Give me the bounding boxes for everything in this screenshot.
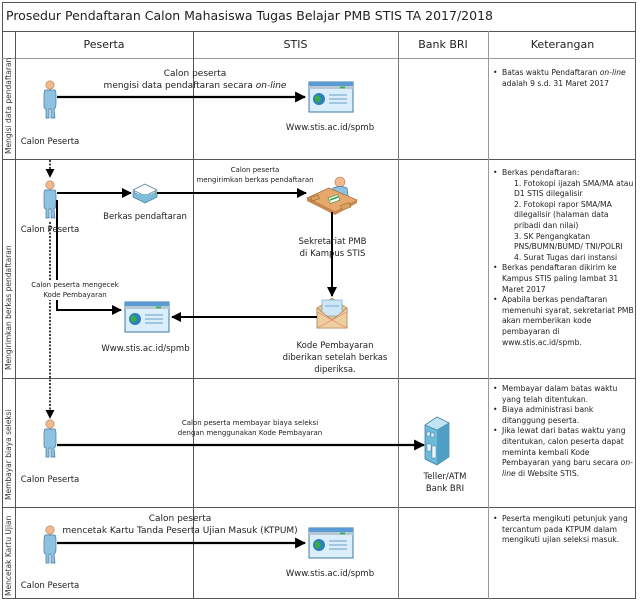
note-subitem: 3. SK Pengangkatan PNS/BUMN/BUMD/ TNI/PO…	[514, 231, 623, 252]
kode-pembayaran-label: Kode Pembayaran diberikan setelah berkas…	[280, 340, 390, 376]
row1-arrow-caption: Calon peserta mengisi data pendaftaran s…	[95, 68, 295, 92]
sekretariat-label: Sekretariat PMB di Kampus STIS	[290, 236, 375, 260]
title-divider	[2, 31, 636, 32]
column-divider-bank-keterangan	[488, 31, 489, 599]
website-icon-row2	[124, 301, 170, 333]
row1-caption-text: mengisi data pendaftaran secara	[103, 81, 256, 91]
person-icon-row3	[43, 419, 57, 458]
row1-caption-online: on-line	[255, 81, 287, 91]
note-subitem: 4. Surat Tugas dari instansi	[514, 252, 618, 262]
document-stack-icon	[132, 183, 158, 204]
notes-row2: Berkas pendaftaran: 1. Fotokopi ijazah S…	[492, 168, 634, 348]
sekretariat-desk-icon	[306, 176, 358, 215]
note-item: Membayar dalam batas waktu yang telah di…	[493, 384, 634, 405]
row2-arrow-caption: Calon peserta mengirimkan berkas pendaft…	[180, 165, 330, 185]
document-label: Berkas pendaftaran	[103, 212, 187, 222]
person-icon-row1	[43, 80, 57, 119]
bank-label-line1: Teller/ATM	[423, 472, 467, 482]
person-icon-row2	[43, 180, 57, 219]
column-header-peserta: Peserta	[83, 38, 125, 51]
kode-label-line2: diberikan setelah berkas	[282, 353, 388, 363]
row3-caption-line1: Calon peserta membayar biaya seleksi	[181, 419, 319, 427]
website-icon-row4	[308, 527, 354, 559]
notes-row3: Membayar dalam batas waktu yang telah di…	[492, 384, 634, 479]
row3-caption-line2: dengan menggunakan Kode Pembayaran	[177, 429, 323, 437]
label-column-divider	[15, 31, 16, 599]
bank-label: Teller/ATM Bank BRI	[410, 471, 480, 495]
row2-caption-line2: mengirimkan berkas pendaftaran	[196, 176, 314, 184]
kode-label-line3: diperiksa.	[314, 365, 356, 375]
note-item: Berkas pendaftaran dikirim ke Kampus STI…	[493, 263, 634, 295]
row-divider-1	[2, 159, 636, 160]
person-icon-row4	[43, 525, 57, 564]
actor-label-row3: Calon Peserta	[20, 475, 80, 485]
sekretariat-label-line2: di Kampus STIS	[299, 249, 366, 259]
note-text: Berkas pendaftaran:	[502, 168, 580, 177]
envelope-icon	[316, 297, 348, 329]
row1-caption-line1: Calon peserta	[163, 69, 227, 79]
website-label-row4: Www.stis.ac.id/spmb	[285, 569, 375, 579]
website-label-row1: Www.stis.ac.id/spmb	[285, 123, 375, 133]
website-label-row2: Www.stis.ac.id/spmb	[101, 344, 190, 354]
column-divider-stis-bank	[398, 31, 399, 599]
notes-row1: Batas waktu Pendaftaran on-line adalah 9…	[492, 68, 632, 89]
column-header-stis: STIS	[283, 38, 308, 51]
note-item: Peserta mengikuti petunjuk yang tercantu…	[493, 514, 634, 546]
notes-row4: Peserta mengikuti petunjuk yang tercantu…	[492, 514, 634, 546]
website-icon-row1	[308, 81, 354, 113]
row4-caption-line1: Calon peserta	[148, 514, 212, 524]
note-item: Batas waktu Pendaftaran on-line adalah 9…	[493, 68, 632, 89]
note-subitem: 1. Fotokopi ijazah SMA/MA atau D1 STIS d…	[514, 178, 634, 199]
diagram-title: Prosedur Pendaftaran Calon Mahasiswa Tug…	[6, 8, 493, 23]
row4-caption-line2: mencetak Kartu Tanda Peserta Ujian Masuk…	[62, 526, 298, 536]
note-item: Berkas pendaftaran: 1. Fotokopi ijazah S…	[493, 168, 634, 263]
sekretariat-label-line1: Sekretariat PMB	[298, 237, 367, 247]
note-item: Biaya administrasi bank ditanggung peser…	[493, 405, 634, 426]
row3-arrow-caption: Calon peserta membayar biaya seleksi den…	[165, 418, 335, 438]
bank-building-icon	[424, 416, 450, 466]
arrow-person-check-website	[56, 299, 122, 315]
row-divider-2	[2, 378, 636, 379]
bank-label-line2: Bank BRI	[425, 484, 465, 494]
row4-arrow-caption: Calon peserta mencetak Kartu Tanda Peser…	[60, 513, 300, 537]
note-subitem: 2. Fotokopi rapor SMA/MA dilegalisir (ha…	[514, 199, 612, 230]
kode-label-line1: Kode Pembayaran	[296, 341, 374, 351]
check-caption-line2: Kode Pembayaran	[43, 291, 107, 299]
actor-label-row4: Calon Peserta	[20, 581, 80, 591]
column-header-bank-bri: Bank BRI	[418, 38, 468, 51]
check-kode-caption: Calon peserta mengecek Kode Pembayaran	[30, 280, 120, 300]
note-item: Apabila berkas pendaftaran memenuhi syar…	[493, 295, 634, 348]
actor-label-row1: Calon Peserta	[20, 137, 80, 147]
check-caption-line1: Calon peserta mengecek	[31, 281, 119, 289]
column-header-keterangan: Keterangan	[530, 38, 595, 51]
note-item: Jika lewat dari batas waktu yang ditentu…	[493, 426, 634, 479]
column-divider-peserta-stis	[193, 31, 194, 599]
row2-caption-line1: Calon peserta	[230, 166, 280, 174]
row-divider-3	[2, 507, 636, 508]
header-divider	[2, 58, 636, 59]
actor-label-row2: Calon Peserta	[20, 225, 80, 235]
row1-caption-line2: mengisi data pendaftaran secara on-line	[95, 80, 295, 92]
